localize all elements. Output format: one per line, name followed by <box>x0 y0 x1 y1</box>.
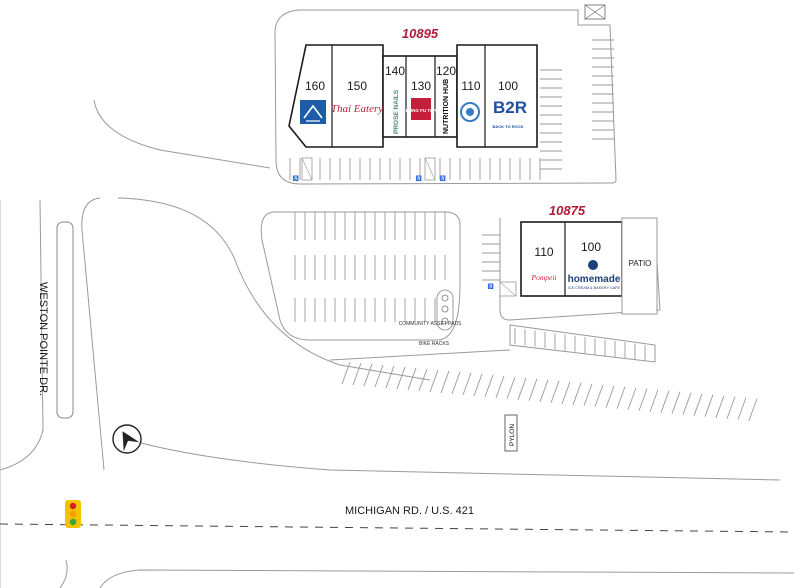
unit-130-number: 130 <box>411 79 431 93</box>
parking-stall-line <box>605 385 615 408</box>
parking-stall-line <box>660 390 670 413</box>
parking-stall-line <box>748 398 758 421</box>
unit-120-number: 120 <box>436 64 456 78</box>
svg-text:♿: ♿ <box>416 175 422 182</box>
svg-text:BACK TO ROCK: BACK TO ROCK <box>492 124 523 129</box>
svg-text:KUNG FU TEA: KUNG FU TEA <box>406 108 437 113</box>
center-island-stalls <box>294 212 446 322</box>
parking-stall-line <box>396 366 406 390</box>
svg-text:♿: ♿ <box>488 283 494 290</box>
svg-text:homemade: homemade <box>568 274 621 285</box>
svg-text:BIKE RACKS: BIKE RACKS <box>419 341 450 347</box>
parking-stall-line <box>704 394 714 417</box>
parking-stall-line <box>462 372 472 396</box>
parking-stall-line <box>583 383 593 406</box>
hand-and-stone-logo <box>300 100 326 124</box>
unit-110-south-number: 110 <box>534 245 553 259</box>
parking-stall-line <box>550 380 560 403</box>
south-lot-left-stalls <box>482 234 500 281</box>
parking-stall-line <box>737 397 747 420</box>
parking-stall-line <box>385 365 395 389</box>
parking-stall-line <box>649 389 659 412</box>
parking-stall-line <box>451 371 461 395</box>
parking-stall-line <box>693 393 703 416</box>
parking-stall-line <box>616 386 626 409</box>
parking-stall-line <box>682 392 692 415</box>
b2r-logo: B2R BACK TO ROCK <box>492 98 527 129</box>
parking-stall-line <box>517 377 527 400</box>
parking-stall-line <box>638 388 648 411</box>
parking-stall-line <box>363 363 373 387</box>
unit-100-number: 100 <box>498 79 518 93</box>
parking-stall-line <box>495 375 505 399</box>
address-10895: 10895 <box>402 26 439 41</box>
parking-stall-line <box>539 379 549 402</box>
parking-stall-line <box>407 367 417 391</box>
south-row-stalls <box>514 328 646 361</box>
pylon-sign: PYLON <box>504 414 518 452</box>
parking-stall-line <box>506 376 516 400</box>
unit-160-number: 160 <box>305 79 325 93</box>
unit-110-number: 110 <box>461 79 480 93</box>
building-10895 <box>288 44 538 148</box>
unit-150-number: 150 <box>347 79 367 93</box>
parking-stall-line <box>429 369 439 393</box>
parking-stall-line <box>671 391 681 414</box>
prose-nails-logo: PROSE NAILS <box>393 89 400 134</box>
community-asset-pads: COMMUNITY ASSET PADS BIKE RACKS <box>399 289 462 347</box>
svg-text:WESTON POINTE DR.: WESTON POINTE DR. <box>37 282 49 396</box>
unit-100-south-number: 100 <box>581 240 601 254</box>
lower-lot-stalls <box>341 361 758 421</box>
north-lot-boundary <box>274 9 617 185</box>
svg-text:B2R: B2R <box>493 98 527 117</box>
south-accessible-parking-icon: ♿ <box>488 281 517 297</box>
svg-text:♿: ♿ <box>293 175 299 182</box>
parking-stall-line <box>561 381 571 404</box>
homemade-logo: homemade ICE CREAM & BAKERY CAFE <box>568 260 621 290</box>
parking-stall-line <box>528 378 538 401</box>
pompeii-logo: Pompeii <box>531 273 557 282</box>
north-arrow-icon <box>112 424 142 454</box>
north-lot-right-stalls <box>540 39 614 170</box>
nutrition-hub-logo: NUTRITION HUB <box>443 79 450 134</box>
dumpster-icon <box>584 4 606 20</box>
accessible-parking-icon: ♿ ♿ ♿ <box>293 157 446 182</box>
parking-stall-line <box>572 382 582 405</box>
parking-stall-line <box>594 384 604 407</box>
parking-stall-line <box>341 361 351 385</box>
michigan-rd-label: MICHIGAN RD. / U.S. 421 <box>345 505 474 517</box>
parking-stall-line <box>473 373 483 397</box>
svg-text:♿: ♿ <box>440 175 446 182</box>
parking-stall-line <box>352 362 362 386</box>
svg-text:PYLON: PYLON <box>509 424 516 446</box>
parking-stall-line <box>418 368 428 392</box>
parking-stall-line <box>726 396 736 419</box>
parking-stall-line <box>440 370 450 394</box>
parking-stall-line <box>374 364 384 388</box>
kung-fu-tea-logo: KUNG FU TEA <box>406 98 437 120</box>
thai-eatery-logo: Thai Eatery <box>331 103 383 115</box>
michigan-rd: MICHIGAN RD. / U.S. 421 <box>0 505 794 588</box>
parking-stall-line <box>627 387 637 410</box>
parking-stall-line <box>484 374 494 398</box>
svg-text:COMMUNITY ASSET PADS: COMMUNITY ASSET PADS <box>399 321 462 327</box>
center-parking-island <box>260 211 461 341</box>
svg-text:ICE CREAM & BAKERY CAFE: ICE CREAM & BAKERY CAFE <box>568 286 621 290</box>
patio-label: PATIO <box>629 259 652 268</box>
the-joint-logo <box>460 102 480 122</box>
building-10875 <box>520 217 658 315</box>
parking-stall-line <box>715 395 725 418</box>
traffic-light-icon <box>65 500 81 528</box>
unit-140-number: 140 <box>385 64 405 78</box>
weston-pointe-dr: WESTON POINTE DR. <box>0 199 74 588</box>
address-10875: 10875 <box>549 203 586 218</box>
